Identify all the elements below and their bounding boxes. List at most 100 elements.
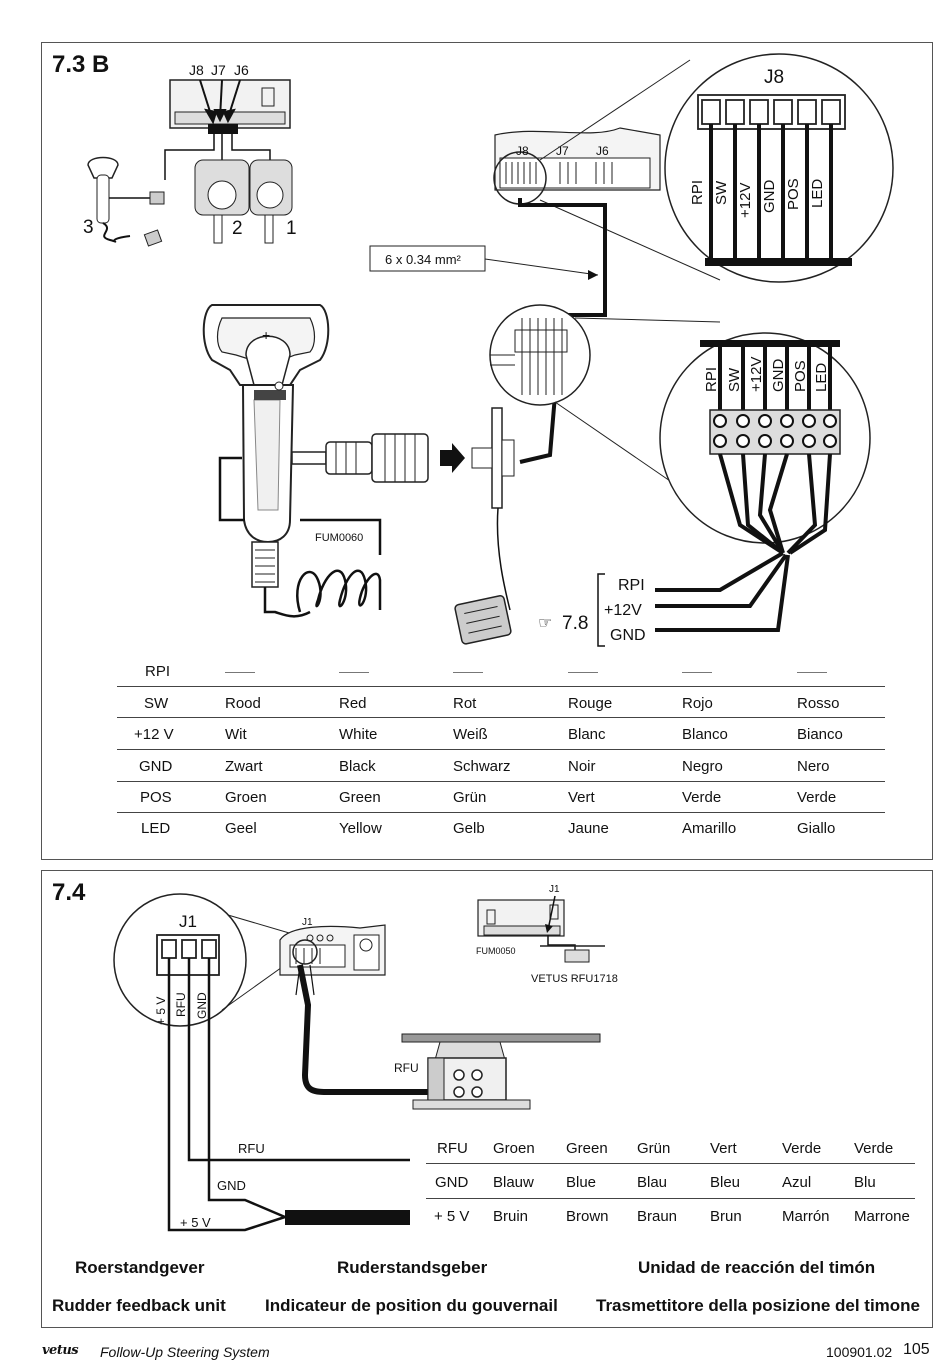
output-label-12v: +12V [604,602,642,619]
table-a-signal-rpi: RPI [145,663,171,680]
j8-zoom-title: J8 [764,67,784,88]
footer-title: Follow-Up Steering System [100,1344,270,1360]
section-7-4-panel [41,870,933,1328]
table-a-cell: Rot [453,695,477,712]
table-a-cell: Vert [568,789,595,806]
wiring-diagram-7-3b: J8 J7 J6 3 2 1 J8 J [83,53,894,647]
j1-pin-5v: + 5 V [154,997,168,1025]
table-a-cell: Weiß [453,726,488,743]
main-cable-6-core [518,198,607,464]
table-b-cell: Grün [637,1140,671,1157]
table-a-cell: Yellow [339,820,382,837]
panel-label-j8: J8 [516,144,529,158]
control-unit-fum0050 [477,895,605,963]
j8-pin-pos: POS [785,178,802,210]
table-b-cell: Green [566,1140,608,1157]
term-pin-12v: +12V [748,357,765,392]
rudder-feedback-sensor [401,1033,601,1110]
cable-spec-label: 6 x 0.34 mm² [385,252,462,267]
caption-german: Ruderstandsgeber [337,1258,488,1277]
table-a-cell: Nero [797,758,830,775]
wire-label-gnd: GND [217,1178,246,1193]
table-a-cell: Jaune [568,820,609,837]
table-b-signal-rfu: RFU [437,1140,468,1157]
sensor-cable-sheath [285,1210,410,1225]
table-a-no-wire-dash [568,672,598,673]
controller-panel-drawing [493,127,661,205]
unit-part-fum0050: FUM0050 [476,946,516,956]
ref-section-7-8: 7.8 [562,613,588,634]
output-label-rpi: RPI [618,577,645,594]
table-a-cell: Negro [682,758,723,775]
wire-label-5v: + 5 V [180,1215,211,1230]
footer-page-number: 105 [903,1341,930,1358]
table-a-cell: Giallo [797,820,836,837]
table-b-signal-gnd: GND [435,1174,469,1191]
j8-pin-sw: SW [713,180,730,205]
j8-wires [709,124,833,262]
table-a-signal-sw: SW [144,695,169,712]
table-a-signal-12v: +12 V [134,726,174,743]
table-a-signal-gnd: GND [139,758,173,775]
table-a-no-wire-dash [339,672,369,673]
table-a-cell: Blanc [568,726,606,743]
caption-spanish: Unidad de reacción del timón [638,1258,876,1277]
table-b-cell: Braun [637,1208,678,1225]
j1-pin-gnd: GND [195,992,209,1019]
handheld-remote-fum0060: + [202,304,330,618]
term-pin-pos: POS [792,360,809,392]
table-a-cell: Groen [225,789,267,806]
caption-french: Indicateur de position du gouvernail [265,1296,558,1315]
panel-socket [471,407,515,611]
table-b-cell: Bruin [493,1208,529,1225]
table-a-cell: Wit [225,726,247,743]
footer-doc-number: 100901.02 [826,1344,893,1360]
table-a-cell: Green [339,789,381,806]
table-a-no-wire-dash [682,672,712,673]
table-a-cell: Verde [682,789,722,806]
table-a-cell: Red [339,695,367,712]
table-a-cell: White [339,726,378,743]
term-pin-rpi: RPI [703,367,720,392]
table-a-no-wire-dash [453,672,483,673]
table-b-cell: Blau [637,1174,668,1191]
unit-label-j1: J1 [549,884,560,895]
section-7-4-title: 7.4 [52,879,86,906]
overview-label-j8: J8 [189,62,204,78]
j1-pin-rfu: RFU [174,992,188,1017]
plug-connector [291,433,465,483]
term-pin-gnd: GND [770,359,787,393]
table-a-divider [117,781,885,782]
section-7-3b-panel [41,42,933,860]
table-b-cell: Marrón [782,1208,830,1225]
overview-unit-2 [194,159,250,244]
table-a-divider [117,812,885,813]
section-7-3b-title: 7.3 B [52,51,110,78]
table-a-cell: Rouge [568,695,613,712]
table-b-cell: Blauw [493,1174,534,1191]
j1-wires [167,958,410,1232]
terminal-bottom-wires [655,453,832,632]
table-a-cell: Verde [797,789,837,806]
table-a-cell: Zwart [225,758,263,775]
brand-logo: vetus [42,1343,79,1358]
socket-cap [454,595,512,645]
table-a-cell: Grün [453,789,487,806]
caption-italian: Trasmettitore della posizione del timone [596,1296,921,1315]
table-a-divider [117,717,885,718]
board-to-sensor-cable [297,964,455,1095]
table-b-cell: Bleu [710,1174,741,1191]
panel-label-j6: J6 [596,144,609,158]
part-label-fum0060: FUM0060 [315,532,363,544]
board-label-j1: J1 [302,917,313,928]
table-b-cell: Brown [566,1208,609,1225]
table-a-cell: Rojo [682,695,713,712]
table-a-cell: Bianco [797,726,843,743]
table-a-cell: Amarillo [682,820,737,837]
j1-zoom-circle [113,893,247,1027]
overview-unit-1 [249,159,293,244]
table-a-cell: Rosso [797,695,840,712]
table-a-cell: Noir [568,758,596,775]
table-a-divider [117,686,885,687]
j1-zoom-title: J1 [179,912,197,931]
